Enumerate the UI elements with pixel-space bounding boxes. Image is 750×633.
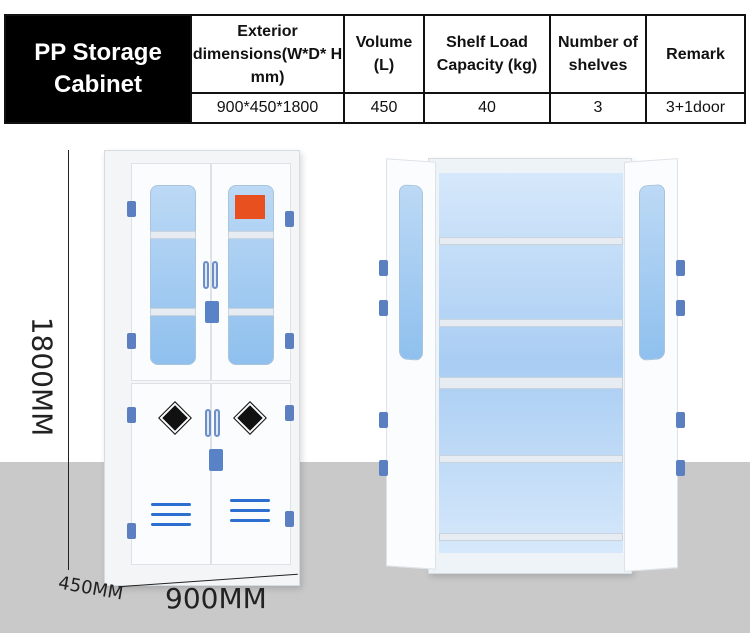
product-title: PP Storage Cabinet: [4, 14, 192, 124]
open-cabinet: [428, 158, 632, 574]
header-shelf-load: Shelf Load Capacity (kg): [423, 14, 551, 94]
spec-table: PP Storage Cabinet Exterior dimensions(W…: [4, 14, 746, 124]
value-remark: 3+1door: [645, 92, 746, 124]
warning-label: [235, 195, 265, 219]
open-right-door: [624, 158, 678, 572]
value-dimensions: 900*450*1800: [190, 92, 345, 124]
closed-cabinet: [104, 150, 300, 586]
value-volume: 450: [343, 92, 425, 124]
value-shelves: 3: [549, 92, 647, 124]
header-shelves: Number of shelves: [549, 14, 647, 94]
height-dimension-label: 1800MM: [25, 316, 59, 437]
header-remark: Remark: [645, 14, 746, 94]
header-dimensions: Exterior dimensions(W*D* H mm): [190, 14, 345, 94]
header-volume: Volume (L): [343, 14, 425, 94]
open-left-door: [386, 158, 436, 570]
width-dimension-label: 900MM: [165, 582, 267, 615]
value-shelf-load: 40: [423, 92, 551, 124]
